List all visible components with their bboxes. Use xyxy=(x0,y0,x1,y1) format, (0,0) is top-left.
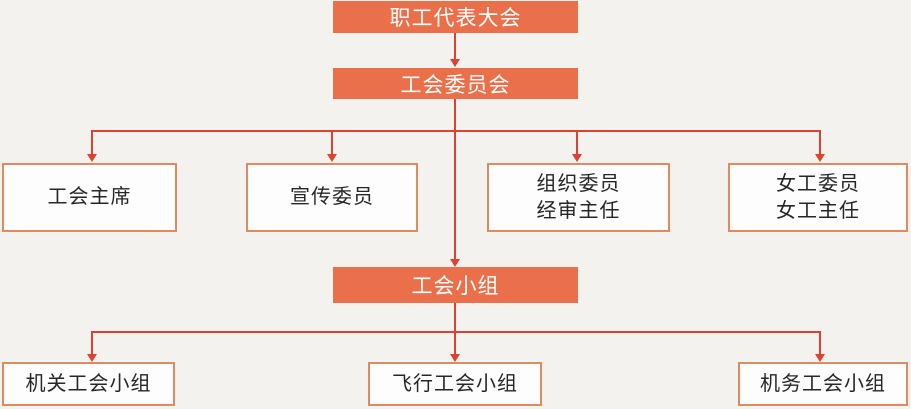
arrowhead-office-subgroup xyxy=(87,354,97,362)
arrowhead-chairman xyxy=(87,154,97,162)
arrowhead-publicity xyxy=(327,154,337,162)
arrowhead-committee xyxy=(450,59,460,67)
org-node-label: 宣传委员 xyxy=(290,186,374,208)
org-node-label: 飞行工会小组 xyxy=(392,372,518,395)
connector-drop-publicity xyxy=(331,132,333,154)
connector-drop-maintenance-subgroup xyxy=(819,331,821,354)
org-node-label-line2: 女工主任 xyxy=(776,199,860,222)
connector-drop-flight-subgroup xyxy=(454,331,456,354)
org-node-label: 工会主席 xyxy=(47,186,132,208)
org-node-union-committee: 工会委员会 xyxy=(333,68,578,99)
org-node-office-union-subgroup: 机关工会小组 xyxy=(2,362,175,406)
org-node-union-chairman: 工会主席 xyxy=(2,163,177,232)
org-node-label-line1: 组织委员 xyxy=(536,172,621,195)
org-node-maintenance-union-subgroup: 机务工会小组 xyxy=(738,362,908,406)
org-node-workers-congress: 职工代表大会 xyxy=(333,1,578,33)
org-node-label-line2: 经审主任 xyxy=(536,199,621,222)
org-node-publicity-member: 宣传委员 xyxy=(246,163,418,232)
arrowhead-flight-subgroup xyxy=(450,354,460,362)
connector-drop-organization xyxy=(576,132,578,154)
org-node-label: 机务工会小组 xyxy=(760,372,886,395)
org-node-label: 职工代表大会 xyxy=(389,7,522,30)
org-node-flight-union-subgroup: 飞行工会小组 xyxy=(368,362,542,406)
connector-group-subgroups-trunk xyxy=(454,303,456,333)
arrowhead-union-group xyxy=(450,259,460,267)
arrowhead-organization xyxy=(572,154,582,162)
connector-drop-office-subgroup xyxy=(91,331,93,354)
org-node-label: 机关工会小组 xyxy=(25,372,152,395)
connector-drop-women xyxy=(819,130,821,154)
org-node-label: 工会委员会 xyxy=(400,73,511,97)
connector-subgroups-branch xyxy=(91,331,821,333)
org-node-organization-audit: 组织委员 经审主任 xyxy=(487,163,670,232)
arrowhead-maintenance-subgroup xyxy=(815,354,825,362)
org-node-label-line1: 女工委员 xyxy=(776,172,860,195)
org-node-union-group: 工会小组 xyxy=(333,267,578,303)
connector-drop-chairman xyxy=(91,130,93,154)
connector-members-branch xyxy=(91,130,821,132)
arrowhead-women xyxy=(815,154,825,162)
org-node-women-workers: 女工委员 女工主任 xyxy=(728,163,908,232)
org-node-label: 工会小组 xyxy=(411,275,500,298)
connector-congress-committee xyxy=(454,33,456,60)
connector-committee-group-trunk xyxy=(454,99,456,259)
